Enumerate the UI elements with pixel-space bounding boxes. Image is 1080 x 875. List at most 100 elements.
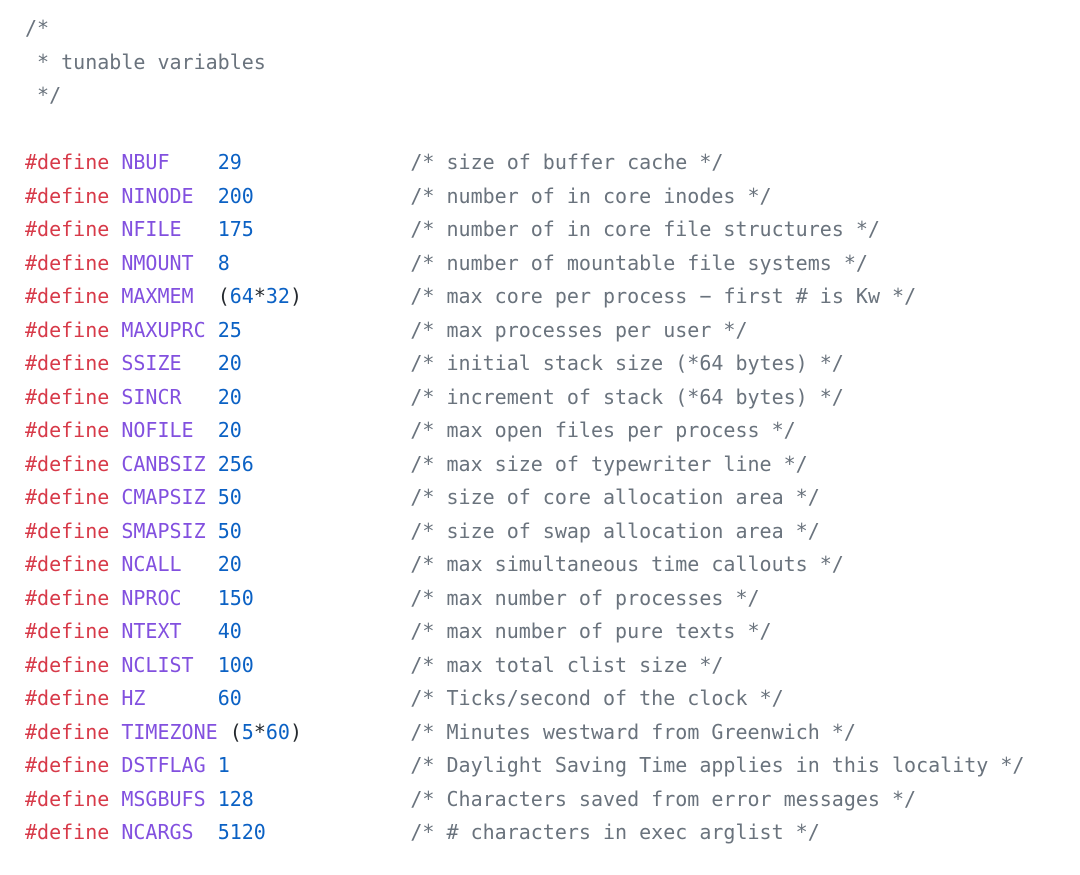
spacing (109, 318, 121, 342)
value-token: 150 (217, 585, 254, 610)
spacing (242, 318, 411, 342)
define-value: 1 (218, 753, 230, 777)
define-name: NCALL (121, 552, 182, 576)
spacing (194, 284, 218, 308)
define-name: HZ (121, 686, 146, 710)
spacing (182, 385, 218, 409)
define-name: MAXMEM (121, 284, 194, 308)
spacing (194, 251, 218, 275)
spacing (206, 787, 218, 811)
spacing (254, 184, 411, 208)
spacing (254, 653, 411, 677)
comment-text: * tunable variables (25, 49, 266, 74)
value-token: 50 (217, 485, 242, 509)
spacing (182, 552, 218, 576)
define-name: NMOUNT (121, 250, 194, 275)
spacing (109, 485, 121, 509)
define-name: MAXUPRC (121, 317, 206, 342)
define-directive: #define (25, 619, 110, 643)
spacing (242, 552, 411, 576)
define-value: 25 (218, 318, 242, 342)
define-row: #define NCLIST 100 /* max total clist si… (25, 649, 1072, 683)
value-token: 256 (217, 451, 254, 476)
spacing (206, 485, 218, 509)
define-name: NTEXT (121, 619, 182, 643)
define-name: NCARGS (121, 820, 194, 844)
value-token: 20 (217, 418, 242, 442)
value-token: * (253, 284, 266, 308)
spacing (254, 787, 411, 811)
comment-text: /* (25, 16, 50, 40)
define-row: #define CANBSIZ 256 /* max size of typew… (25, 448, 1072, 482)
spacing (109, 720, 121, 744)
define-row: #define SMAPSIZ 50 /* size of swap alloc… (25, 515, 1072, 549)
comment-line: /* (25, 12, 1072, 46)
define-comment: /* number of in core inodes */ (410, 183, 772, 208)
define-directive: #define (25, 652, 110, 677)
define-comment: /* initial stack size (*64 bytes) */ (410, 351, 844, 375)
value-token: 20 (217, 384, 242, 409)
define-value: 50 (218, 519, 242, 543)
spacing (206, 753, 218, 777)
define-row: #define MSGBUFS 128 /* Characters saved … (25, 783, 1072, 817)
define-value: 40 (218, 619, 242, 643)
spacing (109, 653, 121, 677)
define-row: #define NTEXT 40 /* max number of pure t… (25, 615, 1072, 649)
spacing (242, 418, 411, 442)
value-token: 20 (217, 552, 242, 576)
define-directive: #define (25, 686, 110, 710)
define-row: #define NCALL 20 /* max simultaneous tim… (25, 548, 1072, 582)
define-comment: /* size of core allocation area */ (410, 485, 820, 509)
spacing (302, 284, 410, 308)
define-comment: /* number of mountable file systems */ (410, 250, 868, 275)
define-row: #define MAXMEM (64*32) /* max core per p… (25, 280, 1072, 314)
comment-text: */ (25, 83, 62, 107)
define-row: #define NCARGS 5120 /* # characters in e… (25, 816, 1072, 850)
spacing (230, 753, 411, 777)
define-row: #define SINCR 20 /* increment of stack (… (25, 381, 1072, 415)
define-comment: /* size of buffer cache */ (410, 150, 724, 174)
spacing (242, 686, 411, 710)
value-token: 5120 (217, 820, 266, 844)
value-token: 175 (217, 217, 254, 241)
spacing (218, 720, 230, 744)
define-value: 200 (218, 184, 254, 208)
define-row: #define TIMEZONE (5*60) /* Minutes westw… (25, 716, 1072, 750)
define-row: #define NOFILE 20 /* max open files per … (25, 414, 1072, 448)
blank-line (25, 113, 1072, 147)
value-token: 32 (265, 284, 290, 308)
spacing (206, 318, 218, 342)
spacing (242, 519, 411, 543)
spacing (182, 586, 218, 610)
define-row: #define NBUF 29 /* size of buffer cache … (25, 146, 1072, 180)
value-token: 60 (265, 719, 290, 744)
value-token: 50 (217, 518, 242, 543)
define-row: #define SSIZE 20 /* initial stack size (… (25, 347, 1072, 381)
define-comment: /* Daylight Saving Time applies in this … (410, 753, 1025, 777)
value-token: 200 (217, 183, 254, 208)
value-token: 5 (241, 719, 254, 744)
comment-line: * tunable variables (25, 46, 1072, 80)
spacing (109, 820, 121, 844)
value-token: * (253, 719, 266, 744)
define-comment: /* Minutes westward from Greenwich */ (410, 719, 856, 744)
define-comment: /* # characters in exec arglist */ (410, 820, 820, 844)
define-value: 60 (218, 686, 242, 710)
define-directive: #define (25, 183, 110, 208)
define-directive: #define (25, 485, 110, 509)
define-directive: #define (25, 150, 110, 174)
spacing (182, 619, 218, 643)
spacing (254, 217, 411, 241)
spacing (109, 586, 121, 610)
define-directive: #define (25, 585, 110, 610)
spacing (242, 619, 411, 643)
define-name: SMAPSIZ (121, 518, 206, 543)
define-value: 8 (218, 251, 230, 275)
spacing (242, 351, 411, 375)
define-value: 5120 (218, 820, 266, 844)
spacing (109, 418, 121, 442)
define-name: MSGBUFS (121, 786, 206, 811)
define-value: 256 (218, 452, 254, 476)
spacing (109, 217, 121, 241)
spacing (109, 251, 121, 275)
